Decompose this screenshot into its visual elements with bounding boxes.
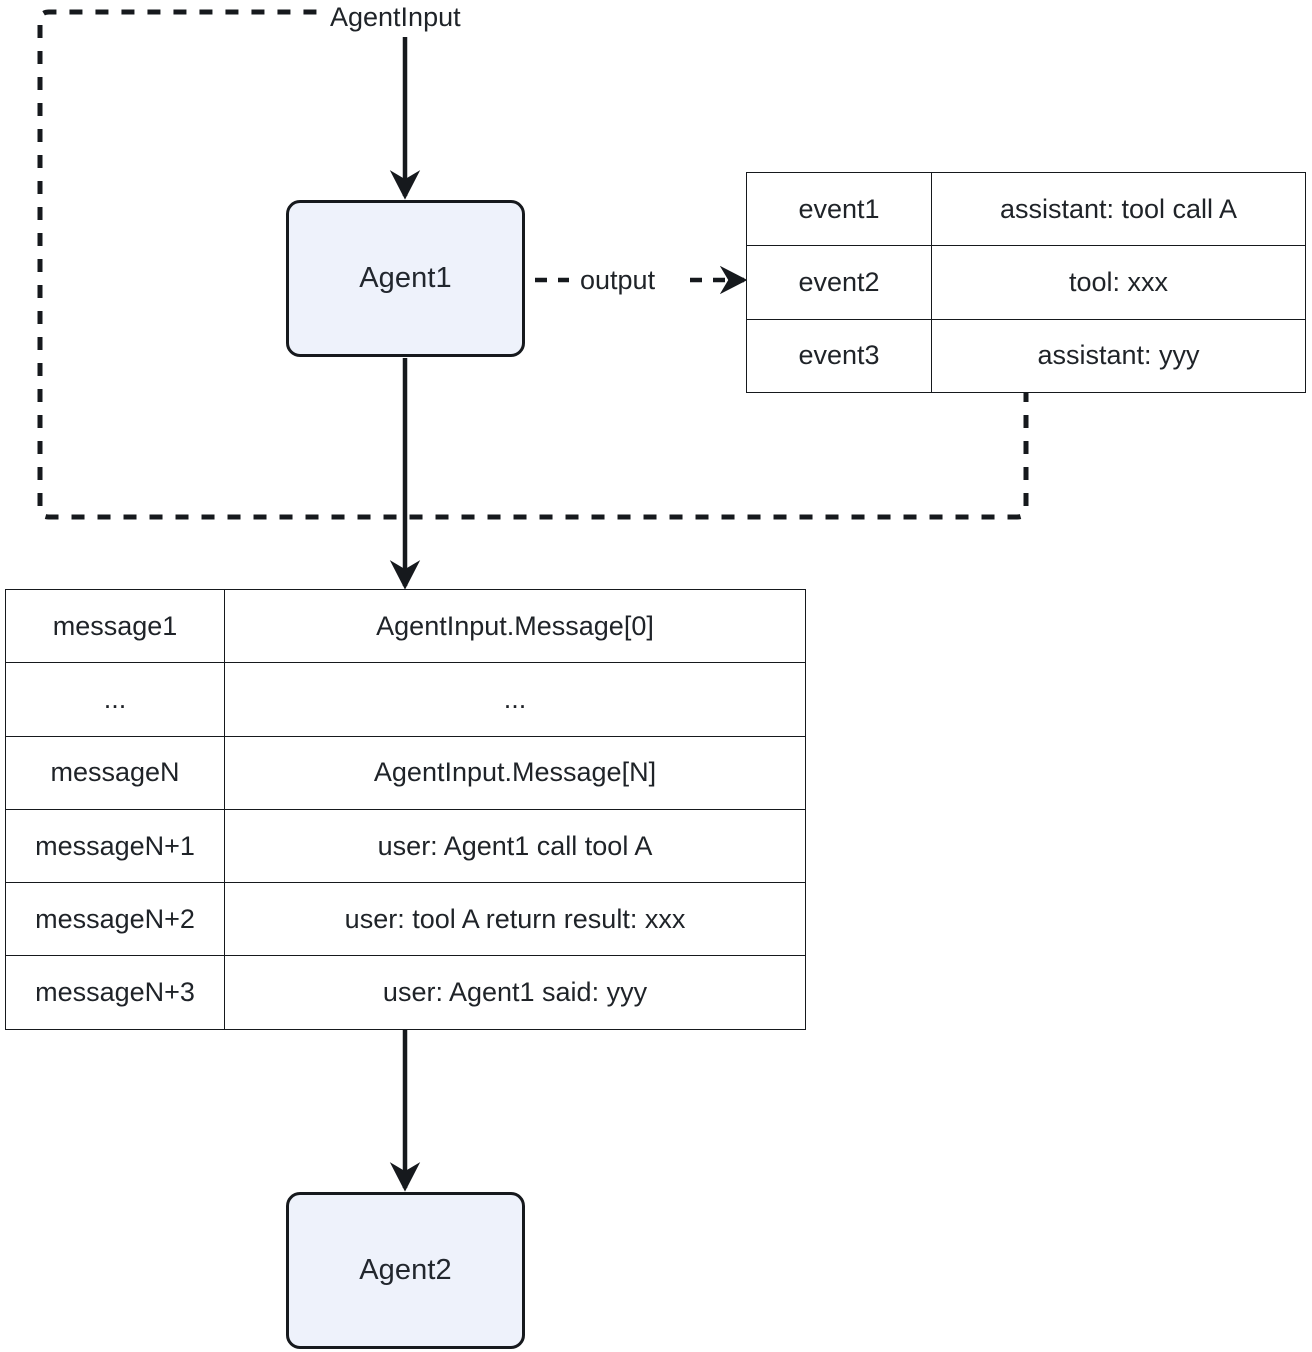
message-key: messageN+3	[5, 955, 225, 1030]
table-row: event1 assistant: tool call A	[746, 171, 1306, 247]
table-row: messageN+3 user: Agent1 said: yyy	[5, 955, 806, 1030]
table-row: ... ...	[5, 662, 806, 737]
agent-input-label: AgentInput	[330, 2, 461, 32]
event-key: event2	[746, 245, 932, 320]
event-value: assistant: yyy	[931, 318, 1306, 393]
message-key: messageN+1	[5, 808, 225, 884]
output-label: output	[580, 265, 656, 295]
message-value: user: tool A return result: xxx	[224, 882, 806, 957]
table-row: messageN+1 user: Agent1 call tool A	[5, 808, 806, 884]
message-key: messageN+2	[5, 882, 225, 957]
event-value: tool: xxx	[931, 245, 1306, 320]
agent2-node[interactable]: Agent2	[286, 1192, 525, 1349]
table-row: messageN+2 user: tool A return result: x…	[5, 882, 806, 957]
table-row: messageN AgentInput.Message[N]	[5, 735, 806, 810]
agent1-node[interactable]: Agent1	[286, 200, 525, 357]
event-table: event1 assistant: tool call A event2 too…	[746, 171, 1306, 393]
message-key: ...	[5, 662, 225, 737]
table-row: message1 AgentInput.Message[0]	[5, 588, 806, 664]
event-key: event1	[746, 171, 932, 247]
message-key: message1	[5, 588, 225, 664]
table-row: event3 assistant: yyy	[746, 318, 1306, 393]
message-key: messageN	[5, 735, 225, 810]
message-value: ...	[224, 662, 806, 737]
event-key: event3	[746, 318, 932, 393]
event-value: assistant: tool call A	[931, 171, 1306, 247]
message-value: user: Agent1 call tool A	[224, 808, 806, 884]
agent2-node-label: Agent2	[359, 1254, 452, 1286]
message-value: AgentInput.Message[0]	[224, 588, 806, 664]
message-value: AgentInput.Message[N]	[224, 735, 806, 810]
message-value: user: Agent1 said: yyy	[224, 955, 806, 1030]
message-table: message1 AgentInput.Message[0] ... ... m…	[5, 588, 806, 1030]
agent1-node-label: Agent1	[359, 262, 452, 294]
table-row: event2 tool: xxx	[746, 245, 1306, 320]
